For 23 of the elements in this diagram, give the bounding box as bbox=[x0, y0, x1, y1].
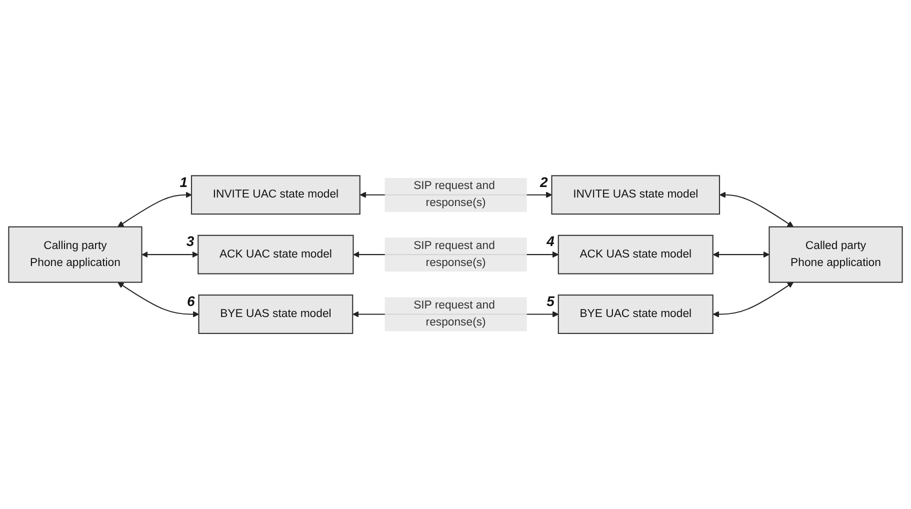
arrow bbox=[712, 282, 794, 318]
node-box: INVITE UAS state model bbox=[551, 175, 720, 215]
step-number: 3 bbox=[186, 233, 194, 250]
edge-label: SIP request and response(s) bbox=[414, 240, 495, 269]
step-number: 4 bbox=[546, 233, 554, 250]
node-box: Called party Phone application bbox=[768, 226, 903, 283]
arrow bbox=[720, 192, 794, 228]
step-number: 2 bbox=[540, 174, 548, 190]
step-number: 5 bbox=[546, 293, 554, 309]
arrow bbox=[118, 192, 192, 227]
node-box: ACK UAS state model bbox=[558, 234, 714, 274]
node-box: BYE UAS state model bbox=[198, 294, 354, 334]
node-box: Calling party Phone application bbox=[8, 226, 142, 283]
arrow bbox=[118, 282, 200, 318]
node-box: INVITE UAC state model bbox=[190, 175, 360, 215]
node-box: BYE UAC state model bbox=[558, 294, 714, 334]
edge-label: SIP request and response(s) bbox=[414, 180, 495, 210]
edge-label: SIP request and response(s) bbox=[414, 299, 495, 328]
arrow bbox=[712, 251, 770, 258]
step-number: 1 bbox=[180, 174, 188, 190]
arrow bbox=[142, 251, 198, 258]
node-box: ACK UAC state model bbox=[198, 234, 354, 274]
step-number: 6 bbox=[186, 293, 195, 309]
